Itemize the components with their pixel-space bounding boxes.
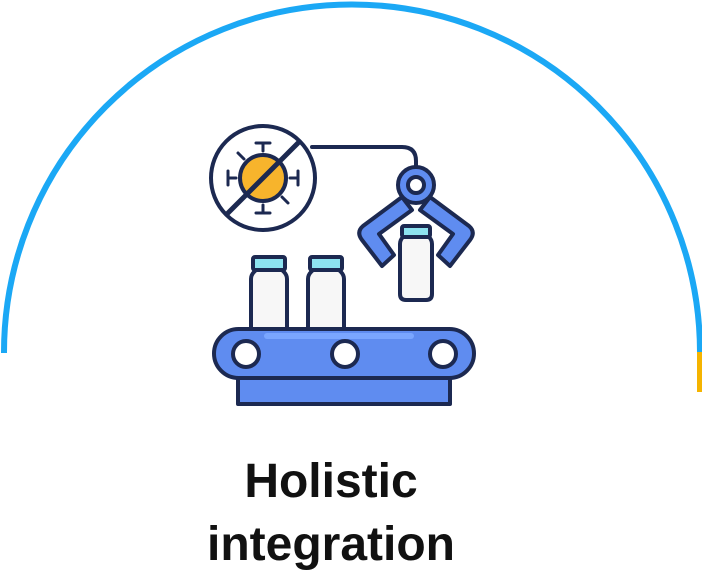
bottle-icon	[249, 255, 289, 331]
arc-line	[1, 1, 702, 354]
connector-line	[310, 145, 418, 170]
robotic-claw-icon	[357, 165, 475, 268]
caption-line-1: Holistic	[244, 455, 418, 508]
caption-line-2: integration	[207, 518, 455, 571]
bottle-icon	[398, 224, 434, 302]
virus-prohibited-icon	[209, 124, 317, 232]
conveyor-belt-icon	[212, 327, 476, 406]
belt-highlight	[264, 333, 414, 339]
pharmaceutical-conveyor-icon	[209, 124, 476, 406]
bottle-icon	[306, 255, 346, 331]
